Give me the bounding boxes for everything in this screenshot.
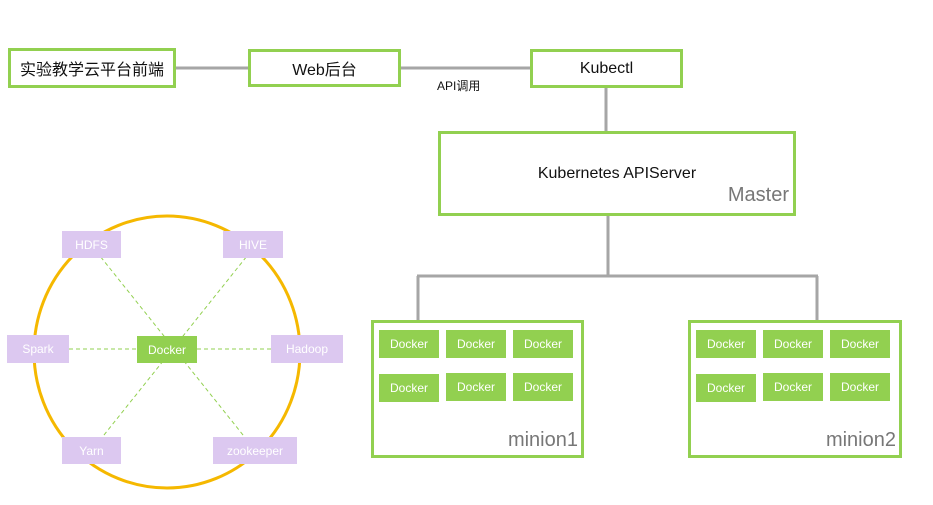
apiserver-box: Kubernetes APIServer Master	[438, 131, 796, 216]
docker-container: Docker	[696, 374, 756, 402]
docker-container: Docker	[830, 373, 890, 401]
service-yarn: Yarn	[62, 437, 121, 464]
docker-container: Docker	[446, 373, 506, 401]
kubectl-box: Kubectl	[530, 49, 683, 88]
service-hdfs: HDFS	[62, 231, 121, 258]
master-caption: Master	[727, 184, 789, 206]
spoke-hdfs-zookeeper	[91, 245, 256, 451]
docker-container: Docker	[763, 373, 823, 401]
service-hadoop: Hadoop	[271, 335, 343, 363]
frontend-label: 实验教学云平台前端	[19, 62, 164, 79]
minion2-caption: minion2	[825, 429, 896, 451]
docker-container: Docker	[696, 330, 756, 358]
service-spark: Spark	[7, 335, 69, 363]
web-backend-box: Web后台	[248, 49, 401, 87]
docker-container: Docker	[513, 330, 573, 358]
docker-container: Docker	[763, 330, 823, 358]
docker-container: Docker	[379, 374, 439, 402]
docker-container: Docker	[446, 330, 506, 358]
apiserver-label: Kubernetes APIServer	[537, 164, 697, 182]
web-backend-label: Web后台	[292, 62, 357, 79]
docker-container: Docker	[830, 330, 890, 358]
kubectl-label: Kubectl	[579, 59, 634, 77]
service-zookeeper: zookeeper	[213, 437, 297, 464]
spoke-hive-yarn	[91, 245, 256, 451]
service-hive: HIVE	[223, 231, 283, 258]
cluster-center-docker: Docker	[137, 336, 197, 363]
docker-container: Docker	[513, 373, 573, 401]
docker-container: Docker	[379, 330, 439, 358]
minion1-caption: minion1	[507, 429, 578, 451]
minion2-box: Docker Docker Docker Docker Docker Docke…	[688, 320, 902, 458]
frontend-box: 实验教学云平台前端	[8, 48, 176, 88]
minion1-box: Docker Docker Docker Docker Docker Docke…	[371, 320, 584, 458]
api-call-label: API调用	[437, 79, 481, 93]
